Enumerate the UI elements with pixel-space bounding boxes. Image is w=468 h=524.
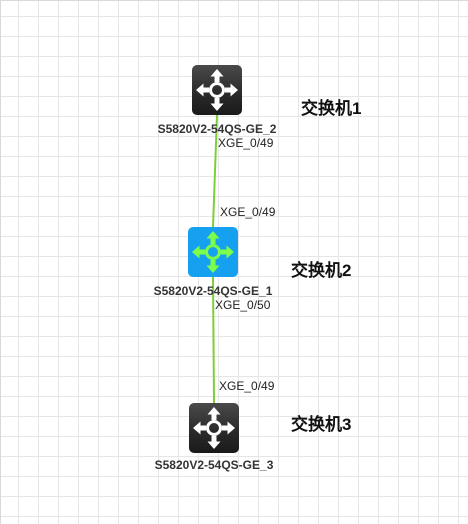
hostname-label-1: S5820V2-54QS-GE_2: [157, 122, 277, 136]
port-label-sw1-xge-0-49: XGE_0/49: [218, 136, 274, 150]
switch-icon: [196, 69, 238, 111]
switch-device-1[interactable]: [192, 65, 242, 115]
port-label-sw3-xge-0-49: XGE_0/49: [219, 379, 275, 393]
switch-device-2-selected[interactable]: [188, 227, 238, 277]
port-label-sw2-xge-0-50: XGE_0/50: [215, 298, 271, 312]
hostname-label-2: S5820V2-54QS-GE_1: [153, 284, 273, 298]
device-caption-1: 交换机1: [301, 99, 362, 118]
link-sw2-sw3[interactable]: [212, 276, 215, 404]
switch-device-3[interactable]: [189, 403, 239, 453]
port-label-sw2-xge-0-49: XGE_0/49: [220, 205, 276, 219]
hostname-label-3: S5820V2-54QS-GE_3: [154, 458, 274, 472]
switch-icon: [193, 407, 235, 449]
switch-icon: [192, 231, 234, 273]
device-caption-3: 交换机3: [291, 415, 352, 434]
device-caption-2: 交换机2: [291, 261, 352, 280]
link-sw1-sw2[interactable]: [212, 114, 218, 228]
